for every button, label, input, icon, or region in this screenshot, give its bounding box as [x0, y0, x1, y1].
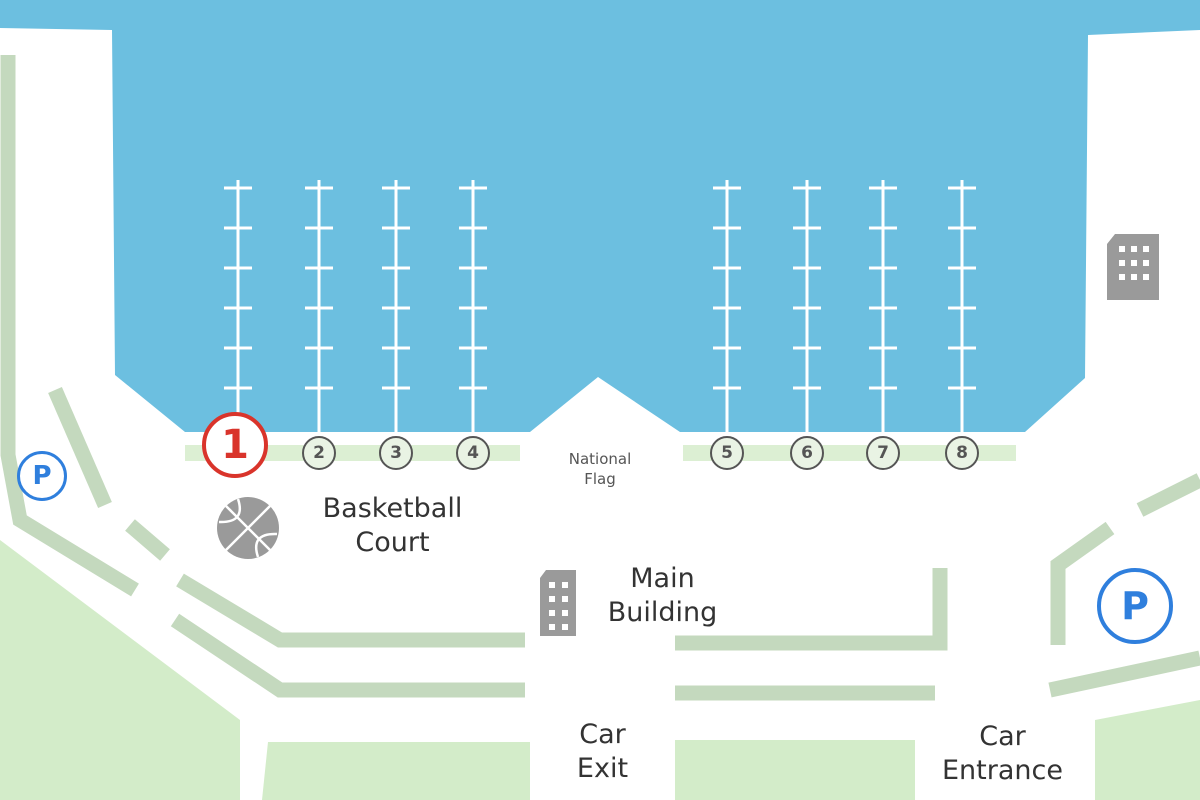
label-line: Basketball	[322, 493, 463, 524]
car-exit-label: Car Exit	[550, 718, 655, 786]
pier-walkway-left	[185, 445, 520, 461]
basketball-court-label: Basketball Court	[300, 492, 485, 560]
national-flag-label: National Flag	[550, 450, 650, 489]
parking-icon-left[interactable]: P	[17, 451, 67, 501]
lawn-left	[0, 540, 240, 800]
label-line: Car	[579, 719, 626, 750]
label-line: National	[568, 450, 632, 468]
pier-marker-3[interactable]: 3	[379, 436, 413, 470]
lawn-bottom-mid	[675, 740, 915, 800]
building-icon	[1107, 234, 1159, 300]
pier-marker-1[interactable]: 1	[202, 412, 268, 478]
main-building-label: Main Building	[590, 562, 735, 630]
label-line: Flag	[584, 469, 616, 488]
pier-marker-7[interactable]: 7	[866, 436, 900, 470]
pier-marker-8[interactable]: 8	[945, 436, 979, 470]
pier-marker-2[interactable]: 2	[302, 436, 336, 470]
label-line: Main	[630, 563, 695, 594]
pier-marker-5[interactable]: 5	[710, 436, 744, 470]
label-line: Car	[979, 721, 1026, 752]
parking-icon-right[interactable]: P	[1097, 568, 1173, 644]
pier-walkway-right	[683, 445, 1016, 461]
label-line: Exit	[576, 752, 629, 784]
piers	[224, 180, 976, 432]
label-line: Entrance	[942, 754, 1063, 786]
label-line: Court	[355, 526, 430, 558]
lawn-bottom-right	[1095, 700, 1200, 800]
harbor-water	[0, 0, 1200, 432]
lawn-bottom-left	[262, 742, 530, 800]
main-building-icon	[540, 570, 576, 636]
label-line: Building	[607, 596, 718, 628]
basketball-icon	[217, 497, 279, 559]
footpaths	[0, 55, 1200, 701]
pier-marker-4[interactable]: 4	[456, 436, 490, 470]
pier-marker-6[interactable]: 6	[790, 436, 824, 470]
car-entrance-label: Car Entrance	[930, 720, 1075, 788]
